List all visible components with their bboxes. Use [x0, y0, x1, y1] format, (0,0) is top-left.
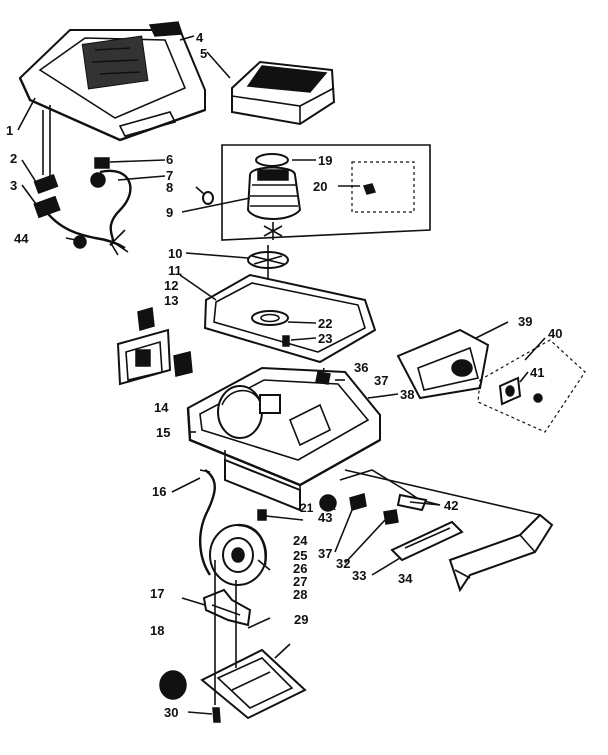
- callout-20: 20: [313, 179, 327, 194]
- callout-37-upper: 37: [374, 373, 388, 388]
- part-linkage-assembly: [319, 469, 554, 593]
- callout-17: 17: [150, 586, 164, 601]
- callout-38: 38: [400, 387, 414, 402]
- part-gasket-frame: [203, 273, 377, 364]
- callout-24: 24: [293, 533, 308, 548]
- part-handle-bracket: [396, 328, 586, 433]
- callout-27: 27: [293, 574, 307, 589]
- callout-labels: 4 5 1 2 3 44 6 7 8 9 19 20 10 11 12 13 2…: [6, 30, 562, 720]
- part-filter-cartridge: [231, 60, 336, 126]
- callout-44: 43: [318, 510, 332, 525]
- callout-36: 36: [354, 360, 368, 375]
- callout-29: 29: [294, 612, 308, 627]
- callout-14: 14: [154, 400, 169, 415]
- callout-13: 13: [164, 293, 178, 308]
- part-side-panels: [116, 307, 193, 386]
- part-main-housing: [186, 366, 381, 512]
- callout-7: 7: [166, 168, 173, 183]
- part-rear-wheel: [209, 509, 267, 586]
- callout-32: 32: [336, 556, 350, 571]
- part-top-cover: [18, 21, 206, 142]
- callout-40: 40: [548, 326, 562, 341]
- callout-3: 3: [10, 178, 17, 193]
- callout-34: 34: [398, 571, 413, 586]
- callout-12: 12: [164, 278, 178, 293]
- callout-28: 28: [293, 587, 307, 602]
- callout-18: 18: [150, 623, 164, 638]
- callout-4: 4: [196, 30, 204, 45]
- part-motor-box: [202, 144, 431, 241]
- callout-37-lower: 37: [318, 546, 332, 561]
- callout-39: 39: [518, 314, 532, 329]
- callout-8: 8: [166, 180, 173, 195]
- callout-26: 26: [293, 561, 307, 576]
- callout-leaders: [17, 35, 546, 715]
- callout-30: 30: [164, 705, 178, 720]
- callout-23: 23: [318, 331, 332, 346]
- callout-11: 11: [168, 263, 182, 278]
- callout-22: 22: [318, 316, 332, 331]
- part-base-plate: [200, 648, 307, 723]
- callout-2: 2: [10, 151, 17, 166]
- callout-25: 25: [293, 548, 307, 563]
- callout-5: 5: [200, 46, 207, 61]
- callout-15: 15: [156, 425, 170, 440]
- callout-10: 10: [168, 246, 182, 261]
- part-cord-16: [198, 469, 216, 576]
- part-bracket-17: [202, 588, 252, 627]
- callout-21: 21: [300, 501, 314, 515]
- callout-19: 19: [318, 153, 332, 168]
- callout-33: 33: [352, 568, 366, 583]
- part-knob-18: [159, 670, 187, 700]
- callout-1: 1: [6, 123, 13, 138]
- callout-43: 44: [14, 231, 29, 246]
- callout-42: 42: [444, 498, 458, 513]
- callout-41: 41: [530, 365, 544, 380]
- part-cord-assembly: [33, 157, 132, 256]
- callout-6: 6: [166, 152, 173, 167]
- callout-16: 16: [152, 484, 166, 499]
- guide-lines: [42, 105, 269, 705]
- callout-9: 9: [166, 205, 173, 220]
